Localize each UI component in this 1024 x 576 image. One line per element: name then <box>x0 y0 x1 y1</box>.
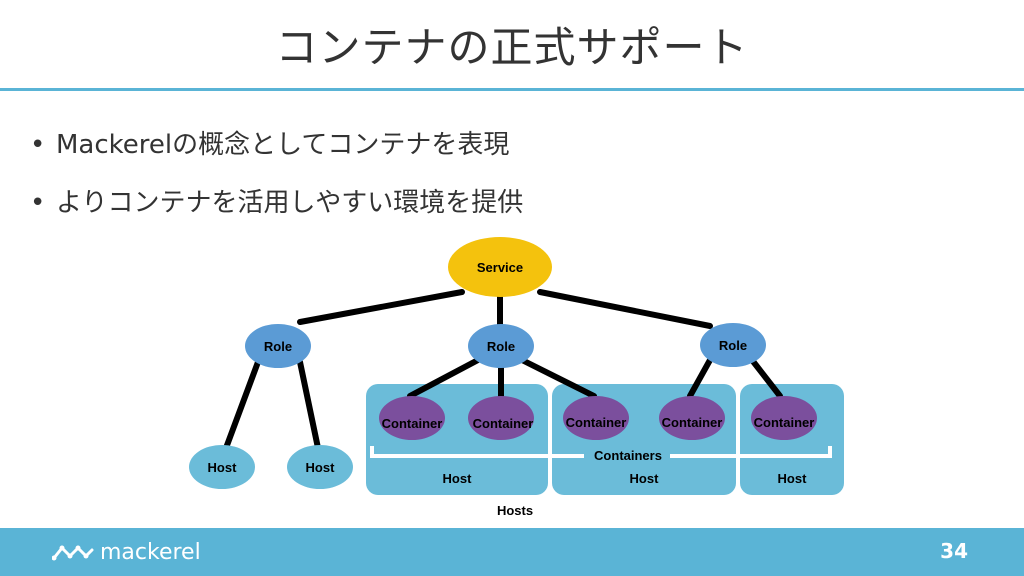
host-label: Host <box>306 460 336 475</box>
connector-line <box>407 357 481 399</box>
role-node <box>245 324 311 368</box>
bullet-dot-icon: • <box>30 188 46 218</box>
container-label: Container <box>382 416 443 431</box>
role-node <box>700 323 766 367</box>
containers-label-bg <box>584 446 670 466</box>
brand-logo: mackerel <box>52 536 201 568</box>
container-node <box>563 396 629 440</box>
bullet-text: Mackerelの概念としてコンテナを表現 <box>56 130 510 160</box>
bullet-item: • Mackerelの概念としてコンテナを表現 <box>30 116 523 174</box>
role-label: Role <box>719 338 747 353</box>
slide-title: コンテナの正式サポート <box>275 23 749 72</box>
connector-line <box>223 359 261 451</box>
service-label: Service <box>477 260 523 275</box>
role-label: Role <box>487 339 515 354</box>
container-label: Container <box>662 415 723 430</box>
connector-line <box>519 357 597 399</box>
container-node <box>751 396 817 440</box>
container-label: Container <box>754 415 815 430</box>
connector-line <box>297 289 465 325</box>
host-label: Host <box>778 471 808 486</box>
footer-bar: mackerel 34 <box>0 528 1024 576</box>
host-node <box>287 445 353 489</box>
host-label: Host <box>443 471 473 486</box>
bullet-dot-icon: • <box>30 130 46 160</box>
container-node <box>659 396 725 440</box>
title-divider <box>0 88 1024 91</box>
host-node <box>189 445 255 489</box>
containers-label: Containers <box>594 448 662 463</box>
host-label: Host <box>630 471 660 486</box>
page-number: 34 <box>940 539 968 563</box>
mackerel-logo-icon <box>52 545 94 561</box>
host-label: Host <box>208 460 238 475</box>
connector-line <box>297 359 321 451</box>
bullet-text: よりコンテナを活用しやすい環境を提供 <box>56 188 524 218</box>
bullet-item: • よりコンテナを活用しやすい環境を提供 <box>30 174 523 232</box>
connector-line <box>687 357 713 399</box>
container-node <box>468 396 534 440</box>
connector-lines <box>223 289 783 451</box>
container-label: Container <box>566 415 627 430</box>
container-label: Container <box>473 416 534 431</box>
hierarchy-diagram: Containers Service Role Role Role Contai… <box>189 237 844 518</box>
service-node <box>448 237 552 297</box>
connector-line <box>537 289 713 329</box>
container-node <box>379 396 445 440</box>
role-label: Role <box>264 339 292 354</box>
brand-name: mackerel <box>100 539 201 565</box>
connector-line <box>749 357 783 399</box>
role-node <box>468 324 534 368</box>
bullet-list: • Mackerelの概念としてコンテナを表現 • よりコンテナを活用しやすい環境を… <box>30 116 523 232</box>
hosts-label: Hosts <box>497 503 533 518</box>
